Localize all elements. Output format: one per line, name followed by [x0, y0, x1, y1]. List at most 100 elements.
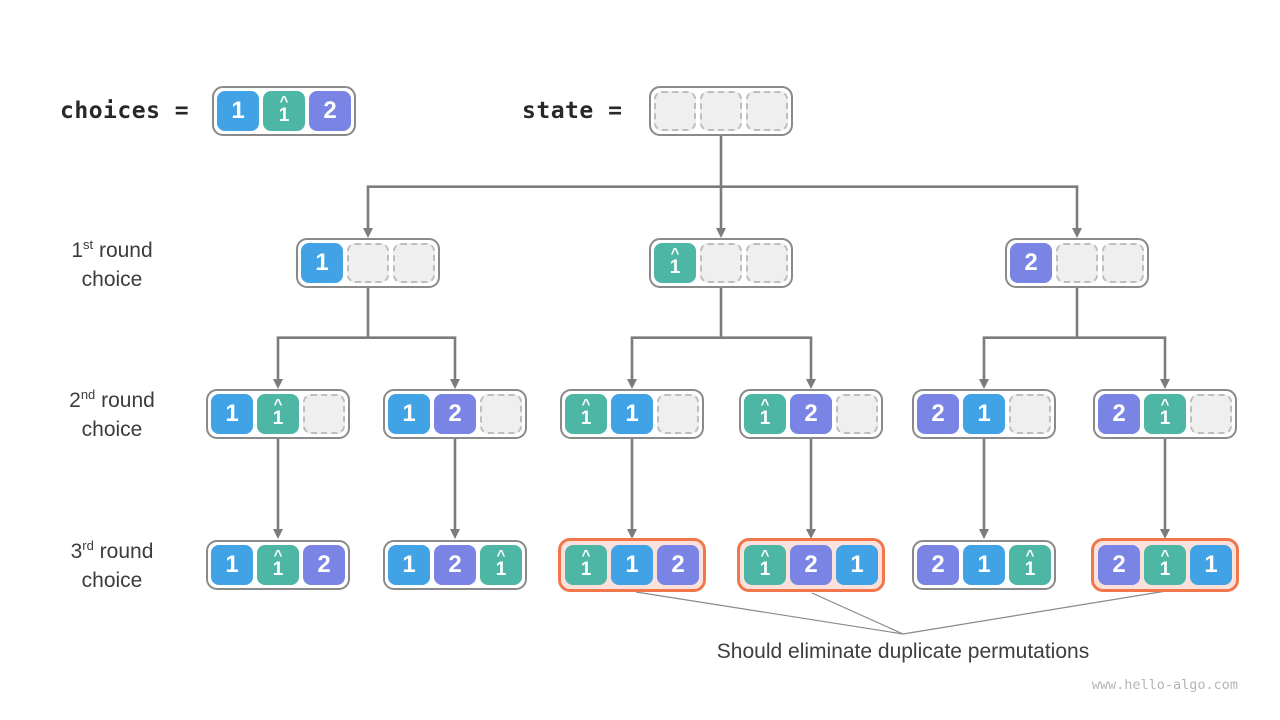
cell-value: 2: [1112, 400, 1126, 427]
cell-1-duplicate: ^1: [480, 545, 522, 585]
cell-1-duplicate: ^1: [744, 545, 786, 585]
cell-1-duplicate: ^1: [565, 545, 607, 585]
cell-value: 2: [671, 551, 685, 578]
cell-value: 1: [1024, 559, 1036, 580]
round3-label-line2: choice: [81, 569, 143, 592]
cell-value: 1: [1204, 551, 1218, 578]
cell-value: 1: [402, 400, 416, 427]
choices-label: choices =: [60, 98, 190, 124]
empty-slot: [347, 243, 389, 283]
empty-slot: [746, 91, 788, 131]
hat-mark: ^: [581, 396, 591, 413]
cell-2: 2: [657, 545, 699, 585]
empty-slot: [480, 394, 522, 434]
empty-slot: [1056, 243, 1098, 283]
state-label: state =: [522, 98, 623, 124]
cell-1: 1: [963, 394, 1005, 434]
round2-node-1-1hat: 1^1: [206, 389, 350, 439]
hat-mark: ^: [273, 547, 283, 564]
cell-2: 2: [309, 91, 351, 131]
empty-slot: [654, 91, 696, 131]
cell-1: 1: [963, 545, 1005, 585]
round3-label: 3rd round choice: [27, 537, 197, 595]
cell-2: 2: [1098, 394, 1140, 434]
cell-value: 1: [495, 559, 507, 580]
hat-mark: ^: [581, 547, 591, 564]
round1-node-1: 1: [296, 238, 440, 288]
hat-mark: ^: [1160, 396, 1170, 413]
empty-slot: [1009, 394, 1051, 434]
empty-slot: [700, 243, 742, 283]
cell-2: 2: [790, 545, 832, 585]
round1-label-line2: choice: [81, 268, 143, 291]
round1-label: 1st round choice: [27, 236, 197, 294]
round1-node-2: 2: [1005, 238, 1149, 288]
cell-1: 1: [211, 394, 253, 434]
hat-mark: ^: [760, 547, 770, 564]
round1-node-1hat: ^1: [649, 238, 793, 288]
cell-value: 1: [402, 551, 416, 578]
empty-slot: [746, 243, 788, 283]
cell-value: 1: [669, 257, 681, 278]
cell-1-duplicate: ^1: [744, 394, 786, 434]
hat-mark: ^: [760, 396, 770, 413]
cell-value: 1: [850, 551, 864, 578]
hat-mark: ^: [496, 547, 506, 564]
cell-value: 1: [231, 97, 245, 124]
cell-2: 2: [917, 545, 959, 585]
empty-slot: [700, 91, 742, 131]
cell-1-duplicate: ^1: [257, 394, 299, 434]
cell-1-duplicate: ^1: [257, 545, 299, 585]
cell-1-duplicate: ^1: [1144, 545, 1186, 585]
cell-2: 2: [790, 394, 832, 434]
cell-1: 1: [217, 91, 259, 131]
round3-label-line1: 3rd round: [70, 538, 154, 563]
hat-mark: ^: [1025, 547, 1035, 564]
round2-label-line1: 2nd round: [69, 387, 155, 412]
round2-node-2-1hat: 2 ^1: [1093, 389, 1237, 439]
cell-value: 1: [1159, 408, 1171, 429]
cell-2: 2: [1098, 545, 1140, 585]
cell-value: 2: [931, 551, 945, 578]
empty-slot: [303, 394, 345, 434]
cell-value: 1: [1159, 559, 1171, 580]
hat-mark: ^: [279, 93, 289, 110]
cell-1: 1: [1190, 545, 1232, 585]
cell-value: 2: [448, 400, 462, 427]
cell-value: 2: [1024, 249, 1038, 276]
duplicate-callout-lines: [635, 590, 1167, 635]
round2-label-line2: choice: [81, 418, 143, 441]
cell-value: 1: [580, 408, 592, 429]
cell-value: 1: [759, 559, 771, 580]
empty-slot: [1102, 243, 1144, 283]
cell-value: 1: [977, 551, 991, 578]
cell-1: 1: [388, 394, 430, 434]
empty-slot: [657, 394, 699, 434]
round1-label-line1: 1st round: [71, 237, 153, 262]
cell-1-duplicate: ^1: [1009, 545, 1051, 585]
cell-value: 2: [323, 97, 337, 124]
level3-connectors: [273, 439, 1170, 539]
cell-value: 1: [272, 559, 284, 580]
cell-value: 1: [625, 551, 639, 578]
cell-value: 1: [315, 249, 329, 276]
hat-mark: ^: [1160, 547, 1170, 564]
cell-value: 1: [580, 559, 592, 580]
hat-mark: ^: [273, 396, 283, 413]
cell-1: 1: [211, 545, 253, 585]
cell-value: 1: [272, 408, 284, 429]
cell-value: 2: [804, 551, 818, 578]
cell-value: 1: [225, 400, 239, 427]
cell-1-duplicate: ^1: [1144, 394, 1186, 434]
cell-value: 2: [448, 551, 462, 578]
cell-value: 2: [931, 400, 945, 427]
